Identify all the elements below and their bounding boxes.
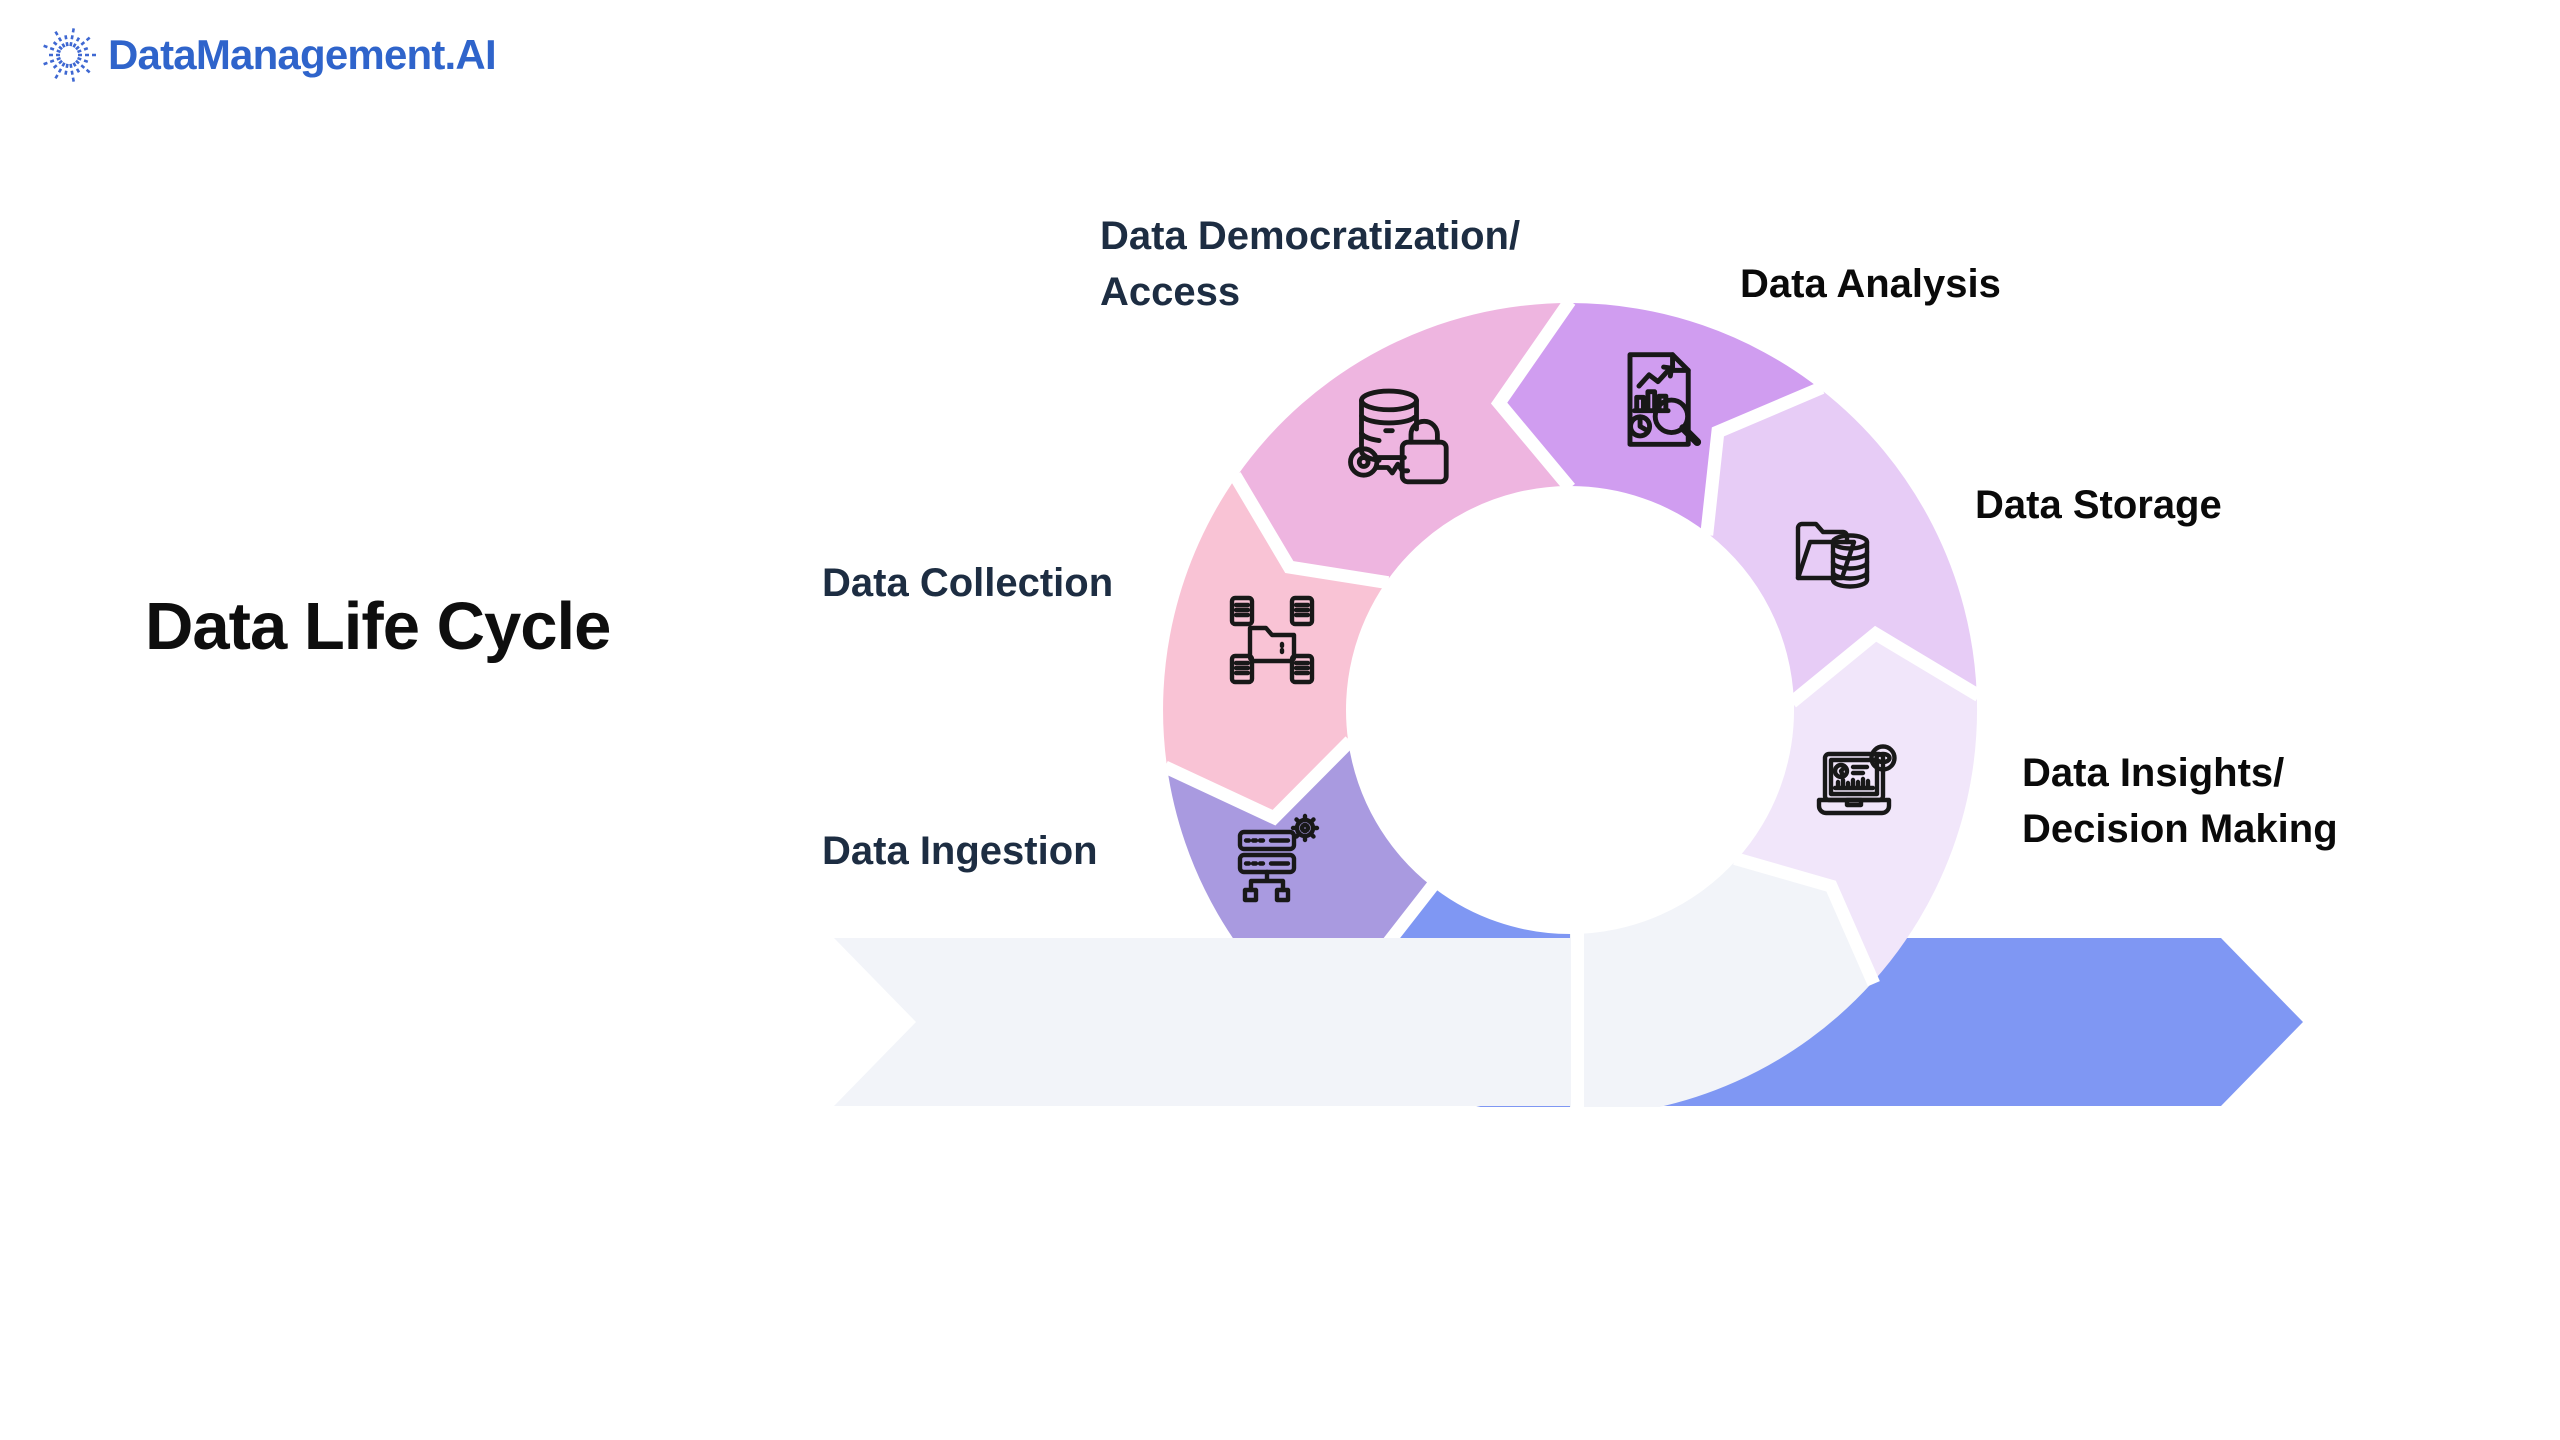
starburst-ray <box>52 59 63 69</box>
laptop-analytics-icon <box>1816 744 1897 816</box>
starburst-ray <box>64 63 69 75</box>
segment-data-insights <box>1736 633 1978 983</box>
starburst-icon <box>43 28 96 82</box>
starburst-ray <box>54 62 66 80</box>
label-data-analysis: Data Analysis <box>1740 262 2001 306</box>
starburst-ray <box>43 44 61 54</box>
starburst-ray <box>54 30 66 48</box>
logo-text: DataManagement.AI <box>108 31 497 78</box>
white-divider-patch <box>1400 1107 1920 1137</box>
starburst-ray <box>69 63 75 82</box>
cycle-banner-stripe <box>834 938 1571 1106</box>
folder-database-icon <box>1795 521 1870 589</box>
documents-network-icon <box>1229 595 1315 685</box>
segment-data-analysis <box>1499 303 1821 534</box>
segment-gap-2 <box>1787 625 1983 708</box>
chart-magnifier-icon <box>1627 352 1702 447</box>
segment-gap-145 <box>1229 472 1390 590</box>
starburst-ray <box>64 35 69 47</box>
starburst-ray <box>43 56 61 66</box>
white-divider-slit <box>1571 930 1584 1108</box>
starburst-ray <box>72 37 81 48</box>
label-data-collection: Data Collection <box>822 561 1114 605</box>
database-security-icon <box>1348 388 1449 485</box>
label-data-storage: Data Storage <box>1975 483 2222 527</box>
starburst-ray <box>52 41 63 51</box>
label-data-insights: Data Insights/ Decision Making <box>2022 751 2338 851</box>
segment-gap-188 <box>1162 736 1355 826</box>
logo: DataManagement.AI <box>40 26 497 84</box>
starburst-ray <box>69 28 75 47</box>
server-gear-icon <box>1237 813 1320 903</box>
segment-data-collection <box>1163 476 1387 818</box>
segment-gap-318 <box>1733 852 1880 987</box>
label-data-democratization: Data Democratization/ Access <box>1100 214 1521 314</box>
segment-cycle-bottom-gray <box>1570 859 1873 1117</box>
starburst-ray <box>75 59 91 74</box>
starburst-ray <box>77 46 89 54</box>
segment-gap-90 <box>1490 297 1576 493</box>
starburst-ray <box>75 36 91 51</box>
starburst-ray <box>72 62 81 73</box>
segment-gap-52 <box>1700 381 1825 536</box>
label-data-ingestion: Data Ingestion <box>822 829 1098 873</box>
page-title: Data Life Cycle <box>145 589 611 664</box>
starburst-ray <box>77 56 89 64</box>
